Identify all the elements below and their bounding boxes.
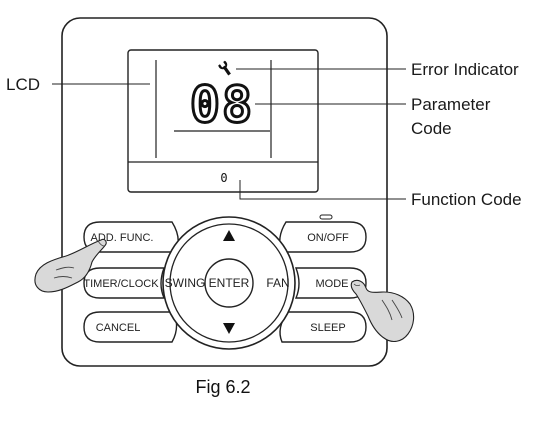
on-off-label: ON/OFF xyxy=(307,232,349,244)
mode-button[interactable]: MODE xyxy=(294,267,367,299)
enter-button[interactable]: ENTER xyxy=(204,258,254,308)
wrench-icon xyxy=(218,60,231,76)
sleep-button[interactable]: SLEEP xyxy=(279,311,367,343)
down-arrow-button[interactable] xyxy=(215,320,243,338)
on-off-button[interactable]: ON/OFF xyxy=(279,221,367,253)
lcd-label: LCD xyxy=(6,75,40,94)
swing-label: SWING xyxy=(165,276,206,290)
left-hand-illustration xyxy=(34,238,107,293)
up-arrow-button[interactable] xyxy=(215,228,243,246)
enter-label: ENTER xyxy=(209,276,250,290)
swing-button[interactable]: SWING xyxy=(165,272,206,292)
cancel-button[interactable]: CANCEL xyxy=(83,311,178,343)
triangle-up-icon xyxy=(223,230,235,241)
power-led-indicator xyxy=(319,214,333,220)
mode-label: MODE xyxy=(316,278,349,290)
figure-caption: Fig 6.2 xyxy=(195,377,250,397)
error-indicator-label: Error Indicator xyxy=(411,60,519,79)
timer-clock-label: TIMER/CLOCK xyxy=(83,278,159,290)
function-code-display: 0 xyxy=(220,171,227,185)
function-code-leader-line xyxy=(239,180,406,200)
parameter-code-label-line1: Parameter xyxy=(411,95,491,114)
fan-label: FAN xyxy=(266,276,289,290)
triangle-down-icon xyxy=(223,323,235,334)
parameter-code-display: 08 xyxy=(190,76,254,134)
right-hand-illustration xyxy=(350,279,415,343)
parameter-code-label-line2: Code xyxy=(411,119,452,138)
fan-button[interactable]: FAN xyxy=(262,272,290,292)
timer-clock-button[interactable]: TIMER/CLOCK xyxy=(83,267,166,299)
function-code-label: Function Code xyxy=(411,190,522,209)
sleep-label: SLEEP xyxy=(310,322,345,334)
cancel-label: CANCEL xyxy=(96,322,141,334)
